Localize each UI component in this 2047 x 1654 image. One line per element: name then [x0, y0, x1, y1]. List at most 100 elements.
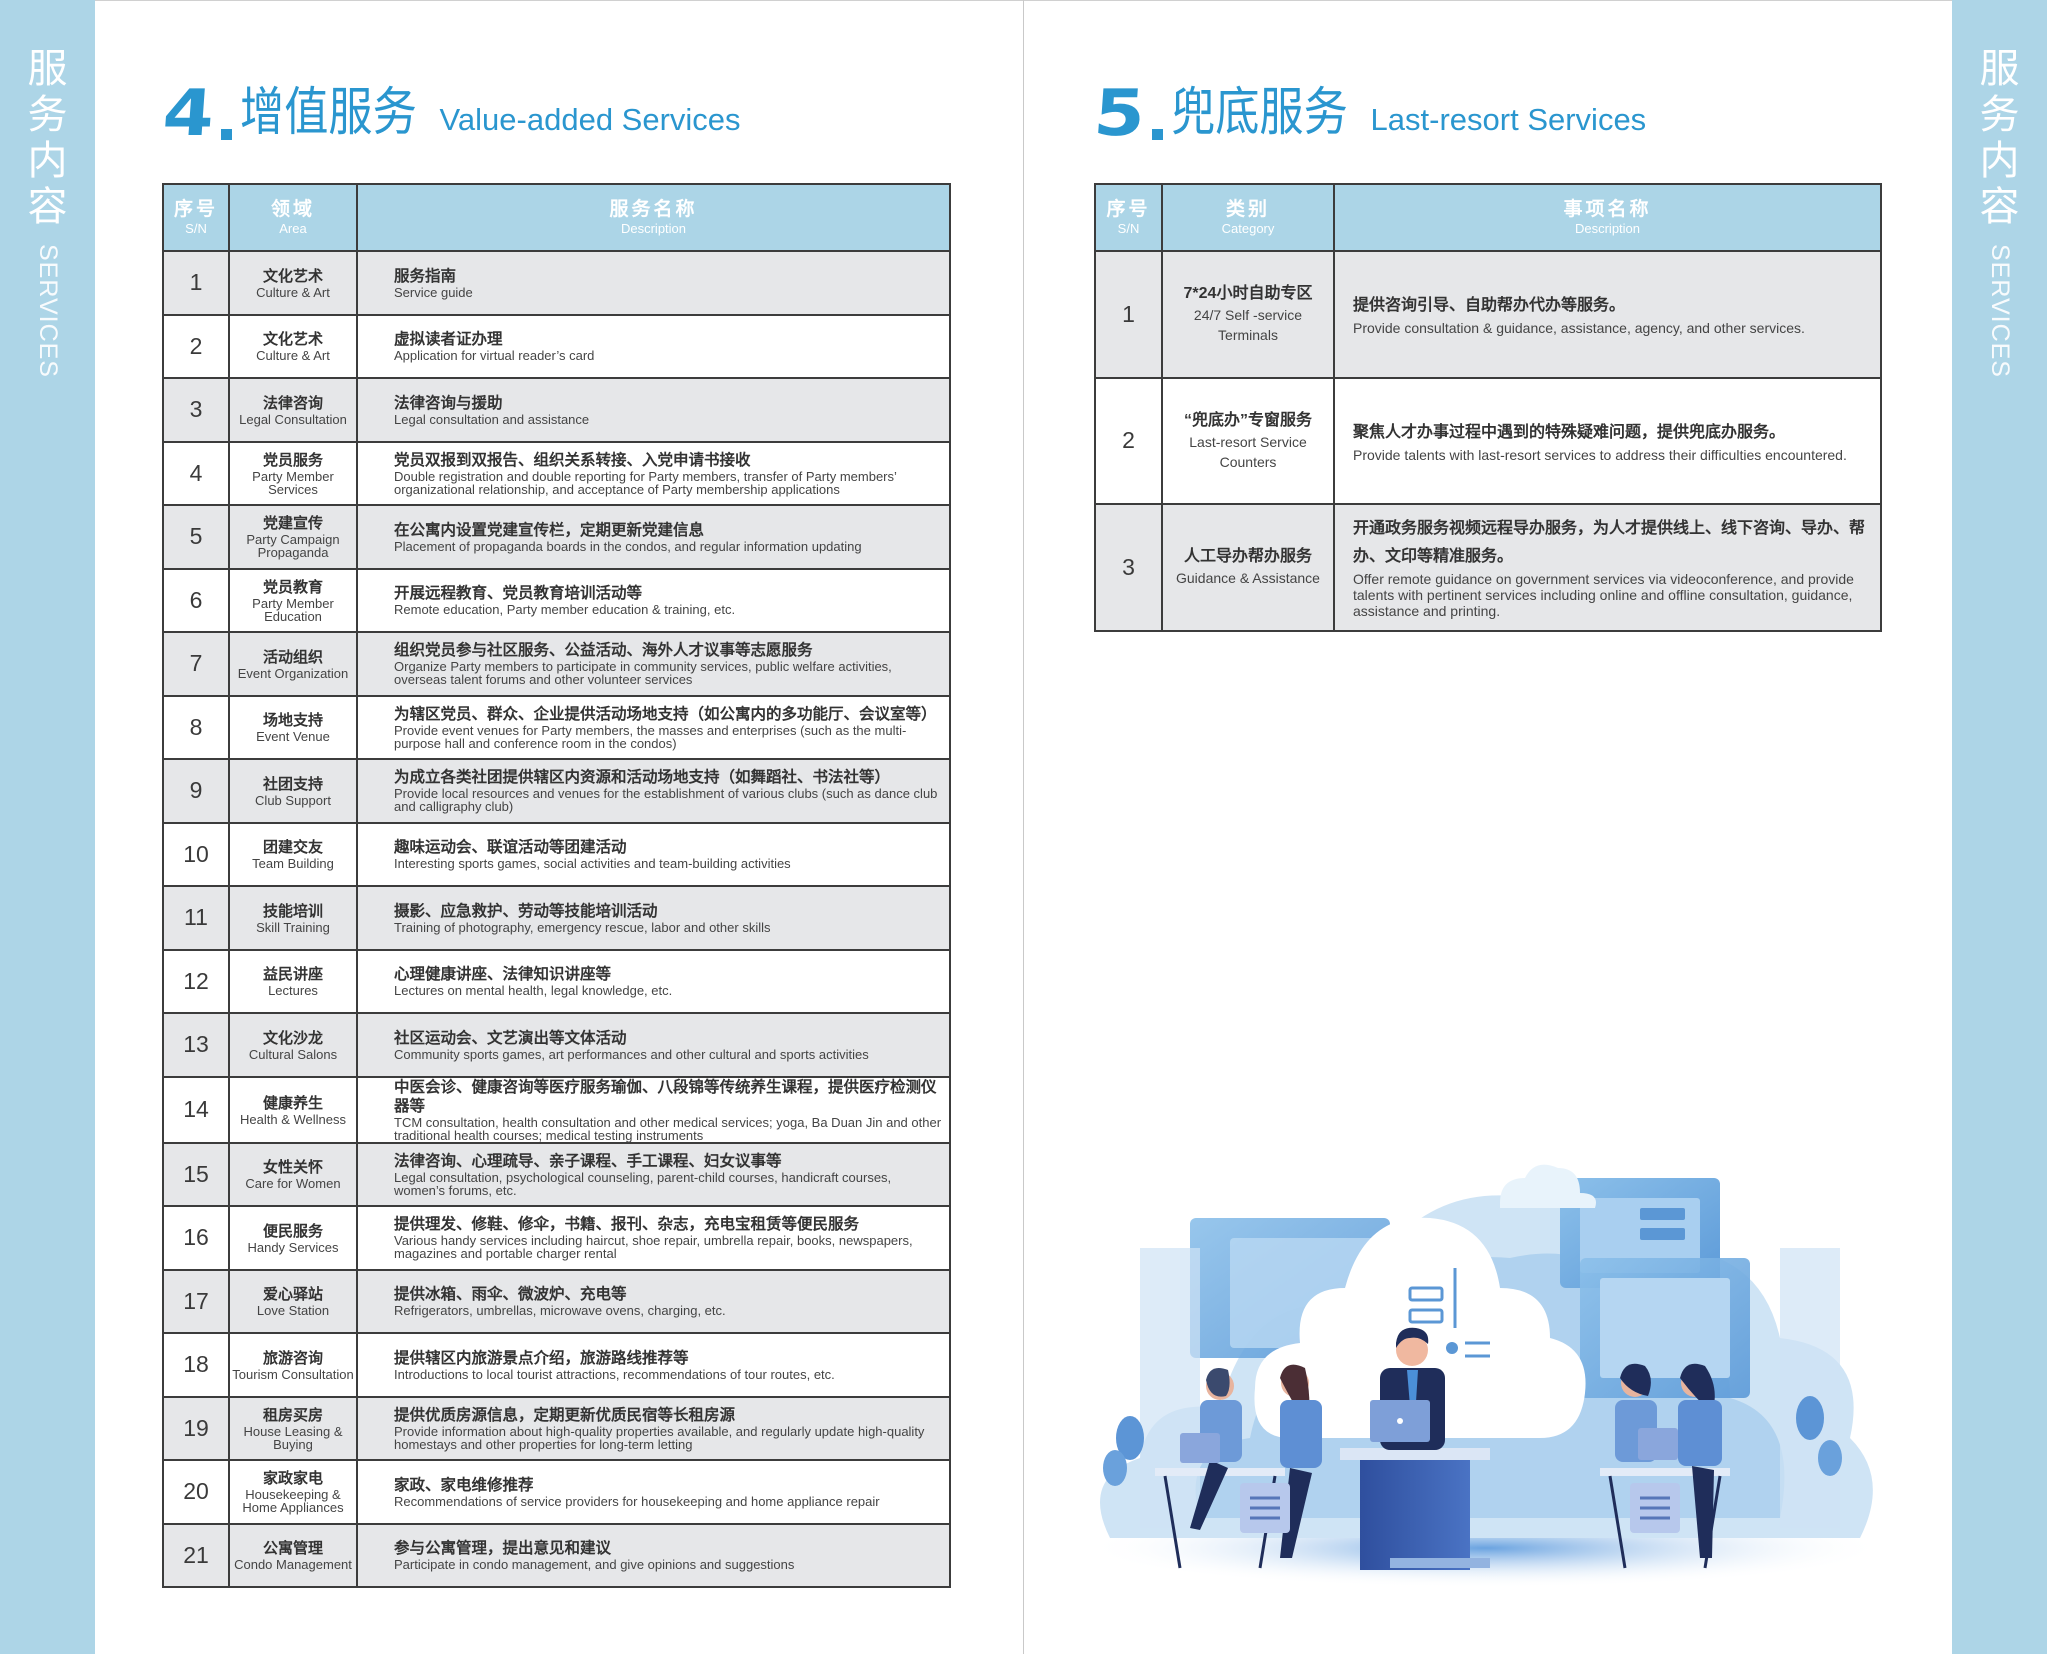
office-team-cloud-illustration — [1085, 1164, 1885, 1588]
cell-sn: 4 — [162, 440, 230, 506]
cell-sn: 14 — [162, 1075, 230, 1144]
description-en: Provide local resources and venues for t… — [394, 786, 938, 815]
description-en: Legal consultation, psychological counse… — [394, 1169, 892, 1198]
cell-description: 为成立各类社团提供辖区内资源和活动场地支持（如舞蹈社、书法社等）Provide … — [356, 758, 951, 824]
cell-sn: 6 — [162, 567, 230, 633]
cell-sn: 7 — [162, 631, 230, 697]
cell-description: 为辖区党员、群众、企业提供活动场地支持（如公寓内的多功能厅、会议室等）Provi… — [356, 694, 951, 760]
description-en: Organize Party members to participate in… — [394, 659, 892, 688]
section-4-title: 4 增值服务 Value-added Services — [160, 74, 741, 151]
page-fold-divider — [1023, 0, 1024, 1654]
area-en: Lectures — [268, 983, 318, 999]
description-en: Refrigerators, umbrellas, microwave oven… — [394, 1303, 726, 1319]
cell-sn: 20 — [162, 1459, 230, 1525]
cell-description: 提供咨询引导、自助帮办代办等服务。Provide consultation & … — [1333, 250, 1882, 379]
sidebar-label-en: SERVICES — [1986, 244, 2014, 378]
section-title-en: Value-added Services — [439, 102, 741, 137]
description-zh: 法律咨询、心理疏导、亲子课程、手工课程、妇女议事等 — [394, 1152, 782, 1170]
area-en: Love Station — [256, 1303, 330, 1319]
cell-sn: 12 — [162, 948, 230, 1014]
area-zh: 文化艺术 — [262, 331, 323, 349]
section-5-title: 5 兜底服务 Last-resort Services — [1091, 74, 1647, 151]
category-en: Guidance & Assistance — [1176, 570, 1320, 587]
sidebar-char: 服 — [27, 46, 68, 92]
area-en: Care for Women — [245, 1176, 341, 1192]
area-en: Party Member Education — [252, 595, 334, 624]
section-number: 4 — [160, 77, 215, 151]
cell-sn: 15 — [162, 1141, 230, 1207]
title-dot — [1151, 129, 1163, 140]
cell-sn: 18 — [162, 1332, 230, 1398]
sidebar-char: 容 — [1979, 184, 2020, 230]
sidebar-char: 内 — [1979, 138, 2020, 184]
description-en: Various handy services including haircut… — [394, 1233, 913, 1262]
area-zh: 社团支持 — [262, 775, 323, 793]
description-zh: 心理健康讲座、法律知识讲座等 — [394, 966, 612, 984]
right-sidebar-tab: 服 务 内 容 SERVICES — [1952, 0, 2047, 1654]
area-zh: 党员教育 — [262, 578, 323, 596]
section-title-en: Last-resort Services — [1370, 102, 1647, 137]
section-title-zh: 兜底服务 — [1170, 83, 1348, 143]
area-zh: 健康养生 — [262, 1094, 323, 1112]
area-zh: 文化艺术 — [262, 267, 323, 285]
title-dot — [220, 129, 232, 140]
area-zh: 活动组织 — [262, 648, 323, 666]
cell-sn: 16 — [162, 1205, 230, 1271]
area-zh: 女性关怀 — [262, 1159, 323, 1177]
description-zh: 开通政务服务视频远程导办服务，为人才提供线上、线下咨询、导办、帮办、文印等精准服… — [1353, 520, 1866, 566]
area-en: Culture & Art — [256, 348, 330, 364]
area-zh: 公寓管理 — [262, 1540, 323, 1558]
area-en: Cultural Salons — [248, 1046, 338, 1062]
cell-sn: 1 — [162, 250, 230, 316]
description-zh: 家政、家电维修推荐 — [394, 1476, 534, 1494]
description-en: Provide consultation & guidance, assista… — [1353, 320, 1805, 337]
description-zh: 为成立各类社团提供辖区内资源和活动场地支持（如舞蹈社、书法社等） — [394, 769, 891, 787]
area-en: Event Venue — [256, 729, 330, 745]
cell-description: 开通政务服务视频远程导办服务，为人才提供线上、线下咨询、导办、帮办、文印等精准服… — [1333, 503, 1882, 632]
area-zh: 租房买房 — [262, 1406, 323, 1424]
cell-sn: 3 — [162, 377, 230, 443]
area-en: Club Support — [255, 792, 331, 808]
cell-sn: 8 — [162, 694, 230, 760]
description-zh: 虚拟读者证办理 — [394, 331, 503, 349]
area-en: Tourism Consultation — [232, 1366, 354, 1382]
